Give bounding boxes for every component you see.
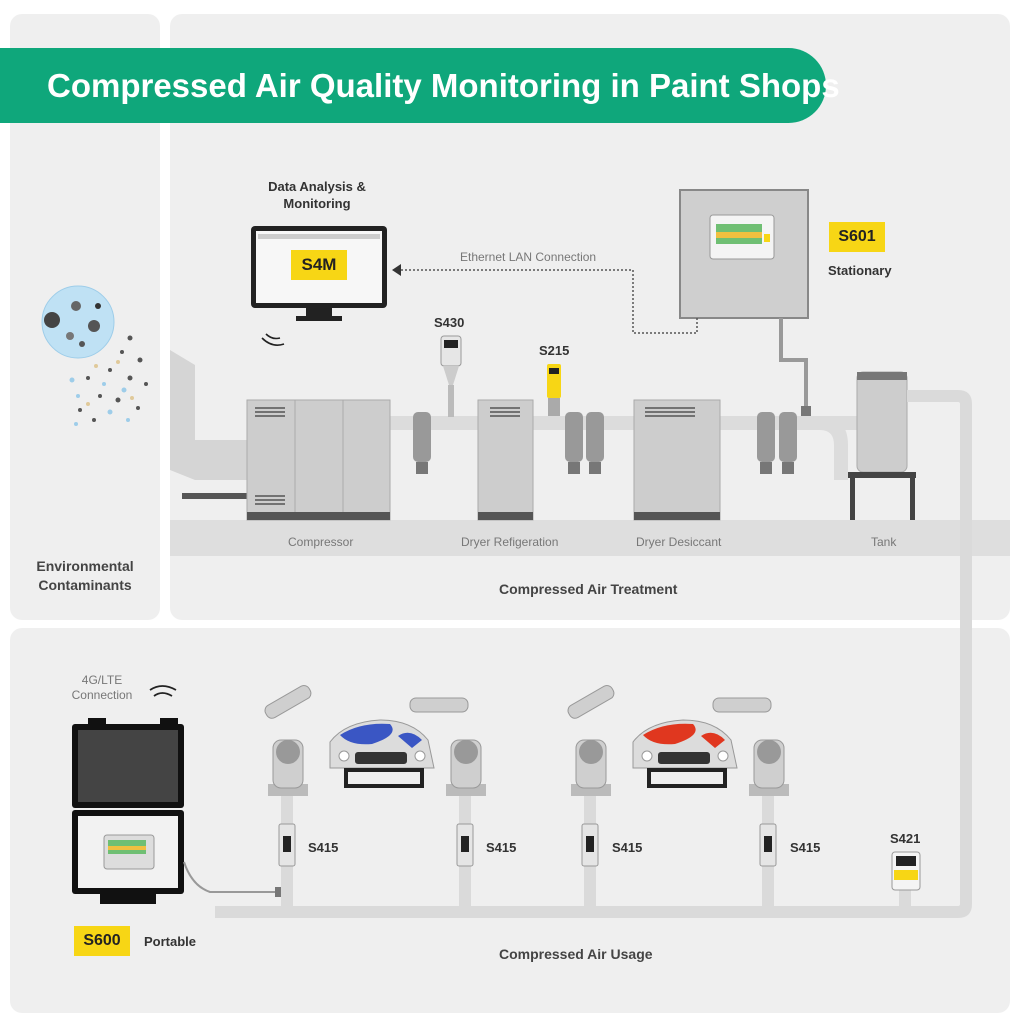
paint-cell-blue	[264, 685, 486, 796]
treatment-label: Compressed Air Treatment	[499, 581, 678, 597]
environmental-contaminants-label: Environmental Contaminants	[36, 558, 134, 593]
dryer-refrigeration-label: Dryer Refigeration	[461, 535, 559, 549]
stationary-label: Stationary	[828, 263, 892, 278]
s415-label-4: S415	[790, 840, 821, 855]
paint-cell-red	[567, 685, 789, 796]
s430-label: S430	[434, 315, 465, 330]
compressor	[246, 399, 391, 521]
usage-label: Compressed Air Usage	[499, 946, 653, 962]
s415-label-1: S415	[308, 840, 339, 855]
s415-label-2: S415	[486, 840, 517, 855]
s415-label-3: S415	[612, 840, 643, 855]
s4m-badge: S4M	[291, 250, 347, 280]
dryer-desiccant-label: Dryer Desiccant	[636, 535, 722, 549]
page-title: Compressed Air Quality Monitoring in Pai…	[0, 48, 840, 123]
s600-badge: S600	[74, 926, 130, 956]
s421-label: S421	[890, 831, 921, 846]
data-analysis-label: Data Analysis & Monitoring	[268, 179, 366, 211]
s601-badge: S601	[829, 222, 885, 252]
lte-label: 4G/LTE Connection	[71, 673, 133, 702]
ethernet-label: Ethernet LAN Connection	[460, 250, 597, 264]
compressor-label: Compressor	[288, 535, 354, 549]
portable-label: Portable	[144, 934, 197, 949]
s215-label: S215	[539, 343, 570, 358]
tank-label: Tank	[871, 535, 897, 549]
